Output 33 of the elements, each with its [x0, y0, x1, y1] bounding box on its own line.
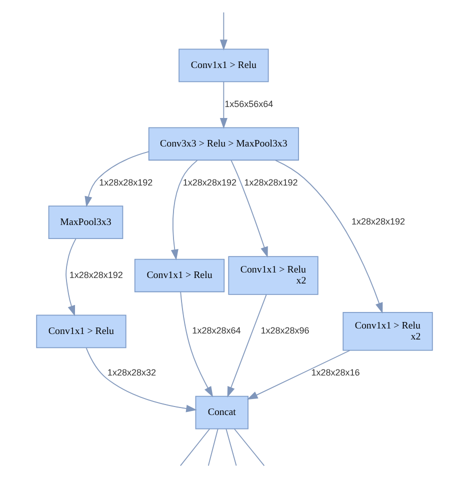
node-box: Conv3x3 > Relu > MaxPool3x3 [148, 127, 299, 161]
arrow [84, 151, 150, 208]
node-box: MaxPool3x3 [48, 206, 124, 239]
arrow [220, 81, 228, 129]
node-box: Conv1x1 > Relu [36, 314, 126, 348]
edge-label: 1x28x28x96 [260, 326, 310, 336]
node-box: Conv1x1 > Relu x2 [342, 312, 433, 351]
connector [226, 428, 237, 466]
arrow [180, 292, 214, 398]
edge-label: 1x28x28x192 [352, 216, 406, 227]
arrow [66, 238, 76, 316]
edge-label: 1x28x28x64 [192, 326, 241, 336]
edge-label: 1x28x28x192 [69, 270, 123, 280]
node-box: Conv1x1 > Relu [178, 48, 269, 82]
node-box: Concat [195, 396, 248, 430]
edge-label: 1x28x28x192 [99, 177, 153, 188]
arrow [227, 294, 267, 398]
edge-label: 1x56x56x64 [224, 98, 274, 109]
connector [208, 428, 218, 466]
arrow [230, 160, 268, 258]
arrow [275, 160, 383, 314]
edge-label: 1x28x28x192 [244, 177, 298, 188]
arrow [170, 160, 198, 260]
arrow [220, 12, 228, 50]
arrow [246, 350, 350, 400]
connector [180, 428, 210, 466]
connector [234, 428, 265, 466]
edge-label: 1x28x28x16 [311, 368, 360, 378]
edge-label: 1x28x28x32 [107, 368, 156, 378]
edge-label: 1x28x28x192 [182, 177, 236, 188]
arrow [86, 348, 197, 412]
node-box: Conv1x1 > Relu x2 [228, 256, 318, 295]
node-box: Conv1x1 > Relu [134, 258, 225, 292]
